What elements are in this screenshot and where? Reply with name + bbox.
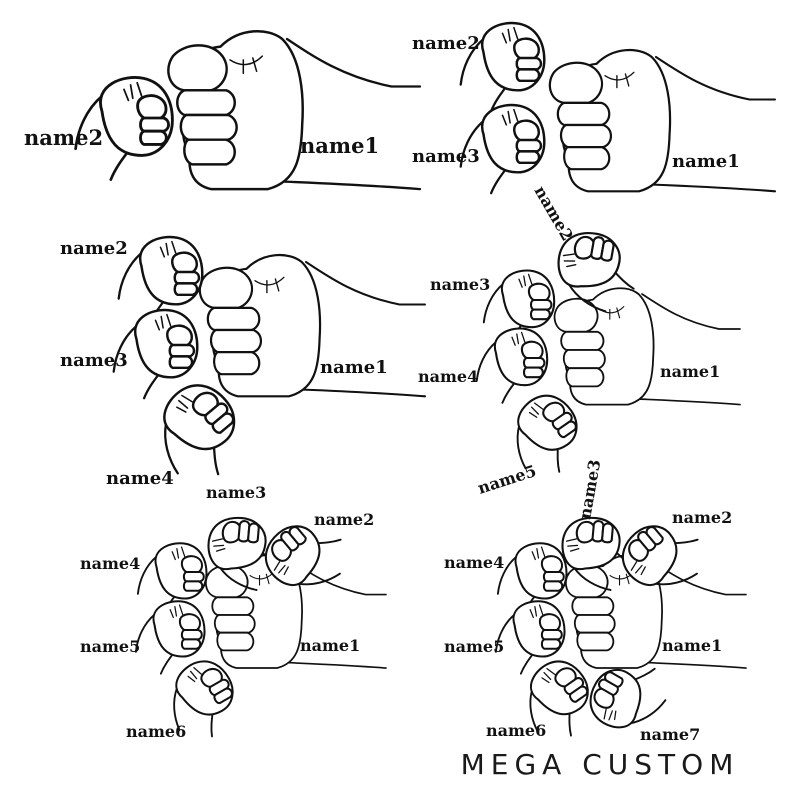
- adult-fist-illustration: [167, 29, 422, 191]
- label-name2: name2: [531, 183, 578, 245]
- label-name4: name4: [80, 554, 140, 573]
- label-name3: name3: [412, 146, 480, 167]
- label-name4: name4: [106, 468, 174, 489]
- brand-watermark: MEGA CUSTOM: [460, 748, 740, 781]
- label-name5: name5: [80, 637, 140, 656]
- label-name5: name5: [444, 637, 504, 656]
- label-name1: name1: [300, 133, 379, 158]
- panel-two-fists: name1 name2: [24, 29, 422, 191]
- label-name1: name1: [660, 362, 720, 381]
- label-name3: name3: [60, 350, 128, 371]
- label-name6: name6: [486, 721, 546, 740]
- label-name3: name3: [430, 275, 490, 294]
- label-name6: name6: [126, 722, 186, 741]
- panel-three-fists: name1 name2 name3: [412, 21, 777, 195]
- label-name3: name3: [206, 483, 266, 502]
- label-name4: name4: [444, 553, 504, 572]
- panel-six-fists: name1 name2 name3 name4 name5 name6: [80, 483, 387, 750]
- label-name7: name7: [640, 725, 700, 744]
- panel-five-fists: name1 name2 name3 name4 name5: [418, 183, 741, 498]
- label-name2: name2: [672, 508, 732, 527]
- adult-fist-illustration: [198, 253, 427, 398]
- panel-four-fists: name1 name2 name3 name4: [60, 235, 427, 495]
- label-name1: name1: [672, 151, 740, 172]
- label-name2: name2: [60, 238, 128, 259]
- label-name2: name2: [412, 33, 480, 54]
- label-name1: name1: [300, 636, 360, 655]
- adult-fist-illustration: [548, 48, 777, 193]
- label-name3: name3: [575, 458, 604, 521]
- label-name2: name2: [24, 125, 103, 150]
- label-name1: name1: [662, 636, 722, 655]
- label-name2: name2: [314, 510, 374, 529]
- label-name1: name1: [320, 357, 388, 378]
- child-fist-illustration: [475, 327, 549, 404]
- label-name5: name5: [475, 461, 538, 498]
- adult-fist-illustration: [553, 287, 741, 406]
- panel-seven-fists: name1 name2 name3 name4 name5 name6 name…: [444, 458, 747, 751]
- label-name4: name4: [418, 367, 478, 386]
